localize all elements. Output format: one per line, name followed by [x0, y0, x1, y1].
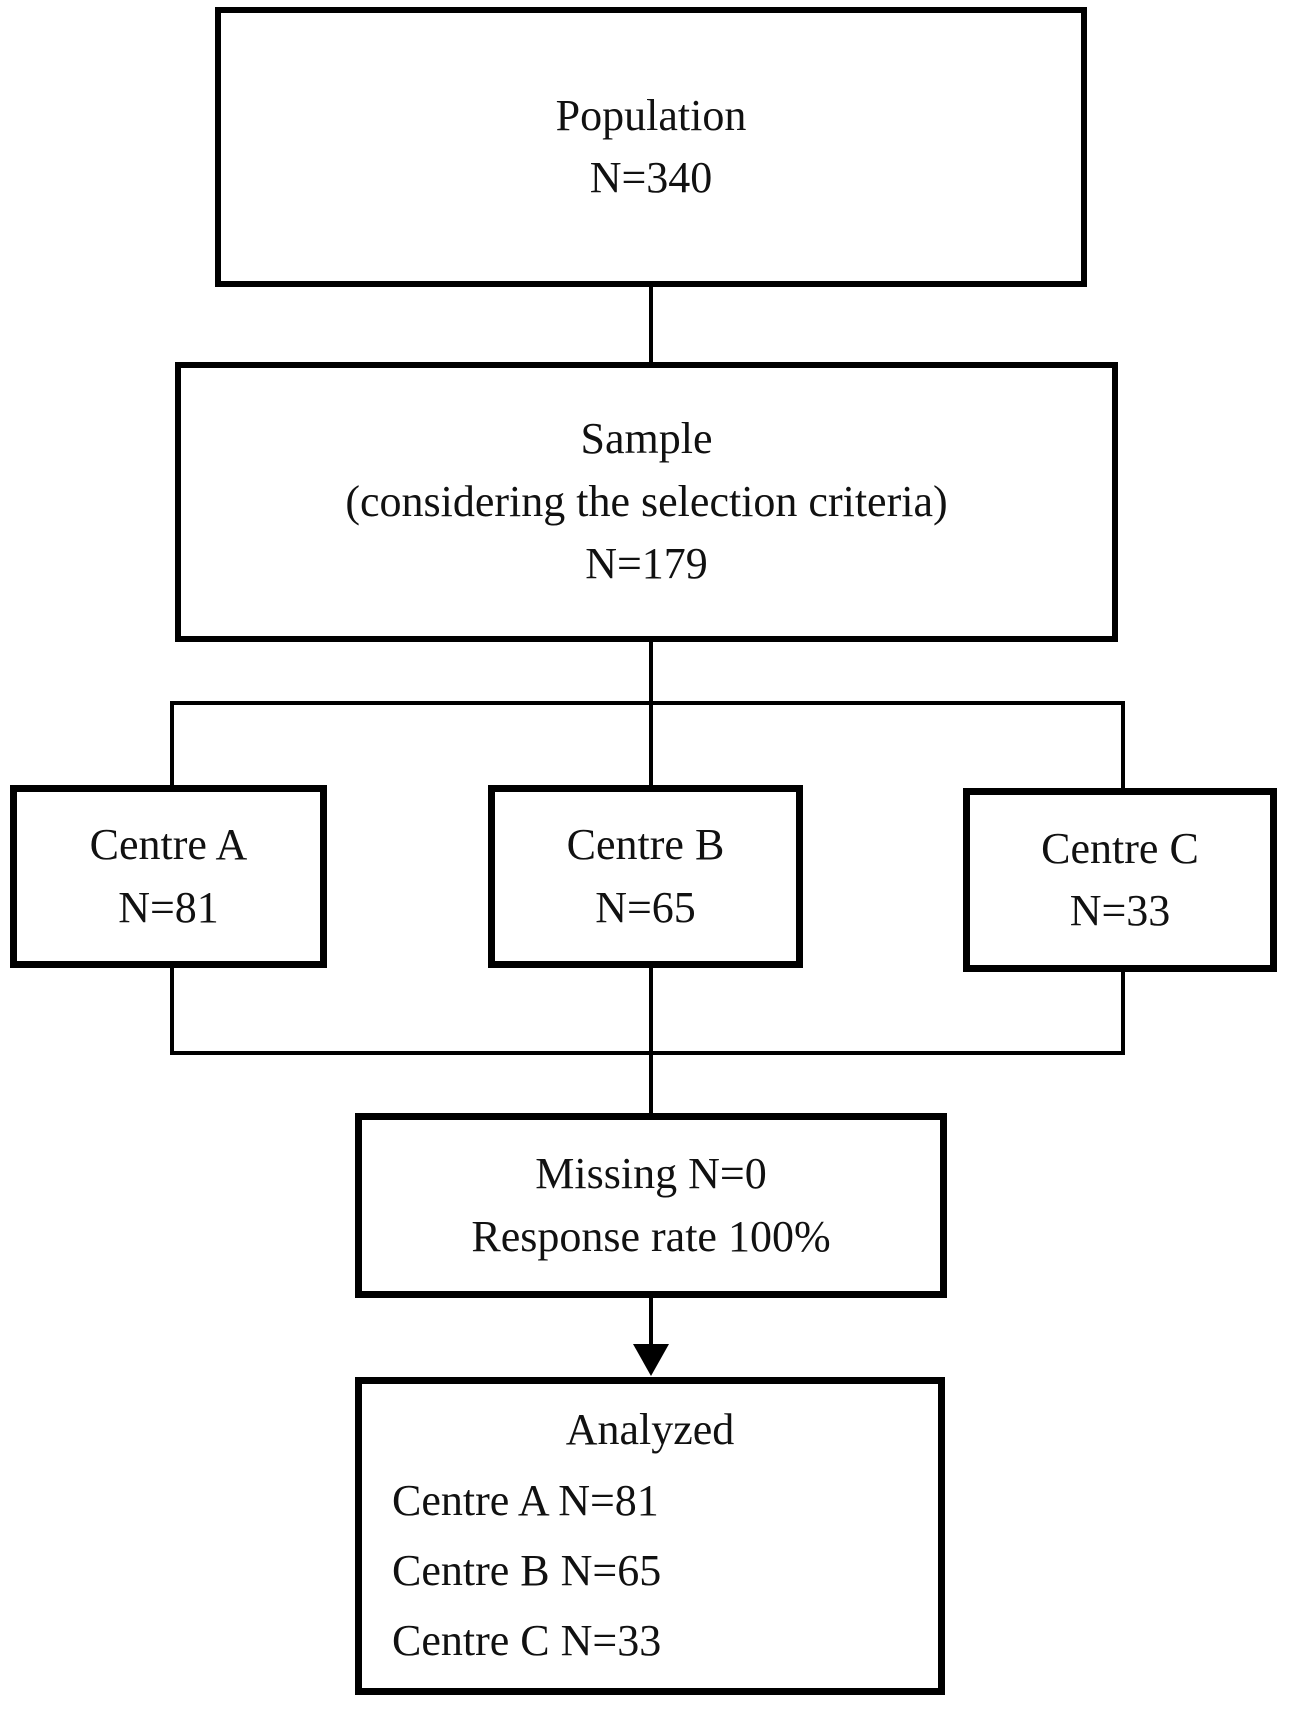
- population-box: Population N=340: [215, 7, 1087, 287]
- sample-criteria-note: (considering the selection criteria): [345, 476, 948, 526]
- analyzed-box: Analyzed Centre A N=81 Centre B N=65 Cen…: [355, 1377, 945, 1695]
- centre-a-box: Centre A N=81: [10, 785, 327, 968]
- connector-centre-a-merge: [170, 966, 174, 1055]
- sample-label: Sample: [580, 414, 713, 464]
- analyzed-centre-c-count: Centre C N=33: [392, 1616, 662, 1666]
- centre-b-label: Centre B: [566, 820, 725, 870]
- sample-count: N=179: [585, 539, 708, 589]
- connector-branch-centre-a: [170, 703, 174, 787]
- analyzed-centre-a-count: Centre A N=81: [392, 1475, 659, 1525]
- merge-line: [170, 1051, 1125, 1055]
- missing-count: Missing N=0: [535, 1149, 767, 1199]
- centre-c-label: Centre C: [1041, 823, 1199, 873]
- centre-a-label: Centre A: [89, 820, 248, 870]
- analyzed-centre-b-count: Centre B N=65: [392, 1546, 662, 1595]
- connector-branch-centre-b: [649, 703, 653, 787]
- analyzed-label: Analyzed: [565, 1405, 735, 1455]
- centre-b-count: N=65: [595, 882, 696, 932]
- sample-box: Sample (considering the selection criter…: [175, 362, 1118, 642]
- centre-c-box: Centre C N=33: [963, 788, 1277, 972]
- population-label: Population: [555, 90, 747, 140]
- connector-population-sample: [649, 285, 653, 364]
- missing-box: Missing N=0 Response rate 100%: [355, 1113, 947, 1298]
- connector-missing-analyzed: [649, 1296, 653, 1348]
- connector-branch-centre-c: [1121, 703, 1125, 790]
- centre-c-count: N=33: [1069, 886, 1171, 935]
- population-count: N=340: [589, 153, 713, 202]
- centre-b-box: Centre B N=65: [488, 785, 803, 968]
- connector-centre-c-merge: [1121, 970, 1125, 1055]
- connector-centre-b-missing: [649, 966, 653, 1115]
- centre-a-count: N=81: [118, 882, 219, 932]
- response-rate: Response rate 100%: [471, 1211, 831, 1261]
- connector-sample-branch: [649, 640, 653, 703]
- branch-line: [170, 701, 1125, 705]
- arrow-down-icon: [633, 1344, 669, 1376]
